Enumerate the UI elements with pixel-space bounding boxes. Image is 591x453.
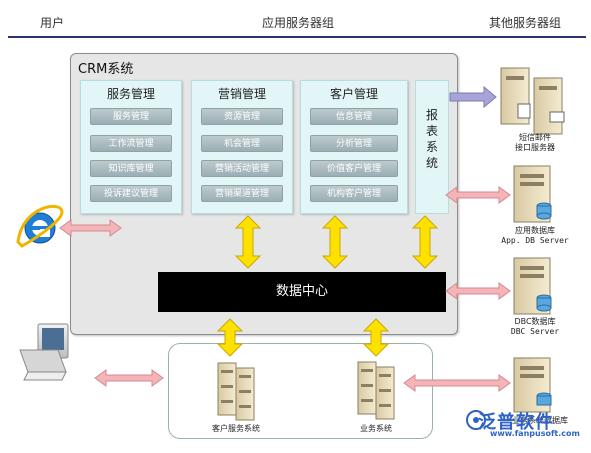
customer-service-system-label: 客户服务系统 [212, 424, 260, 433]
module-item: 机构客户管理 [310, 185, 398, 202]
database-server-icon [513, 357, 552, 413]
watermark-text: 泛普软件 [478, 412, 554, 433]
computer-icon [19, 323, 69, 381]
module-item: 营销渠道管理 [201, 185, 283, 202]
double-arrow-icon [321, 215, 349, 269]
module-item: 服务管理 [90, 108, 172, 125]
module-item: 知识库管理 [90, 160, 172, 177]
double-arrow-icon [445, 186, 511, 204]
crm-title: CRM系统 [78, 62, 134, 77]
dbc-label-en: DBC Server [510, 327, 560, 336]
module-item: 资源管理 [201, 108, 283, 125]
sms-server-label-2: 接口服务器 [515, 143, 555, 152]
watermark-url: www.fanpusoft.com [490, 429, 580, 438]
double-arrow-icon [445, 282, 511, 300]
double-arrow-icon [94, 369, 164, 387]
server-rack-icon [217, 362, 255, 421]
double-arrow-icon [234, 215, 262, 269]
module-title: 营销管理 [217, 87, 266, 101]
header-app-servers: 应用服务器组 [262, 16, 335, 30]
header-other-servers: 其他服务器组 [489, 16, 562, 30]
double-arrow-icon [216, 318, 244, 357]
module-service: 服务管理 服务管理 工作流管理 知识库管理 投诉建议管理 [80, 80, 182, 214]
header-divider [8, 36, 586, 38]
business-db-label: 业务系统数据库 [512, 416, 568, 425]
double-arrow-icon [403, 374, 511, 392]
module-item: 机会管理 [201, 135, 283, 152]
header-user: 用户 [40, 16, 65, 30]
app-db-label: 应用数据库 [515, 226, 555, 235]
module-customer: 客户管理 信息管理 分析管理 价值客户管理 机构客户管理 [300, 80, 408, 214]
browser-icon [16, 204, 64, 248]
watermark-logo-icon [466, 410, 486, 430]
database-server-icon [513, 165, 552, 223]
module-item: 营销活动管理 [201, 160, 283, 177]
dbc-label: DBC数据库 [514, 317, 556, 326]
server-rack-icon [357, 361, 395, 420]
arrow-right-icon [449, 85, 497, 109]
app-db-label-en: App. DB Server [501, 236, 569, 245]
module-item: 投诉建议管理 [90, 185, 172, 202]
sms-server-label-1: 短信邮件 [519, 133, 551, 142]
business-system-label: 业务系统 [360, 424, 392, 433]
module-item: 价值客户管理 [310, 160, 398, 177]
double-arrow-icon [362, 318, 390, 357]
double-arrow-icon [411, 215, 439, 269]
module-title: 服务管理 [106, 87, 155, 101]
module-item: 信息管理 [310, 108, 398, 125]
double-arrow-icon [59, 219, 122, 237]
module-item: 分析管理 [310, 135, 398, 152]
server-icon [500, 67, 565, 135]
data-center: 数据中心 [158, 272, 446, 312]
report-label: 报表系统 [425, 108, 438, 170]
module-item: 工作流管理 [90, 135, 172, 152]
module-title: 客户管理 [329, 87, 378, 101]
database-server-icon [513, 257, 552, 315]
report-system: 报表系统 [415, 80, 449, 214]
module-marketing: 营销管理 资源管理 机会管理 营销活动管理 营销渠道管理 [191, 80, 293, 214]
